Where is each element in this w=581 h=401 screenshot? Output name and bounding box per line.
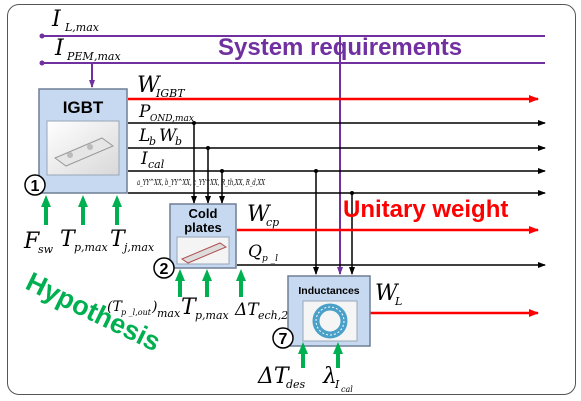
svg-text:b: b (149, 135, 156, 148)
svg-text:j,max: j,max (121, 241, 155, 254)
t-j-max-label: T j,max (110, 227, 155, 254)
svg-text:I: I (51, 7, 62, 32)
svg-text:P: P (138, 102, 151, 122)
svg-text:Q: Q (248, 242, 262, 262)
igbt-input-arrows (41, 195, 122, 225)
cold-plates-title-line2: plates (184, 220, 222, 235)
igbt-block: IGBT 1 (24, 88, 128, 196)
svg-text:p,max: p,max (195, 309, 230, 322)
system-requirements-label: System requirements (218, 34, 462, 61)
svg-text:ΔT: ΔT (234, 300, 260, 320)
svg-text:sw: sw (38, 243, 54, 256)
weight-output-arrows (128, 95, 539, 317)
svg-text:W: W (247, 202, 272, 227)
delta-t-ech-label: ΔT ech,2 (234, 300, 288, 322)
svg-text:OND,max: OND,max (150, 114, 194, 124)
svg-text:cp: cp (266, 216, 279, 229)
cold-plate-t-p-max-label: T p,max (181, 295, 230, 322)
p-ond-max-label: P OND,max (138, 102, 194, 124)
svg-text:PEM: PEM (66, 50, 94, 63)
svg-text:): ) (151, 299, 157, 315)
svg-text:L,max: L,max (64, 21, 100, 34)
svg-text:W: W (159, 126, 178, 146)
svg-text:p _l,out: p _l,out (121, 308, 152, 317)
svg-text:T: T (110, 227, 127, 252)
inductances-number: 7 (279, 331, 288, 348)
svg-text:I: I (140, 149, 148, 169)
svg-text:W: W (137, 73, 162, 98)
f-sw-label: F sw (23, 229, 54, 256)
junction-dots (192, 121, 354, 195)
cold-plate-input-arrows (175, 269, 246, 297)
svg-text:λ: λ (322, 364, 337, 389)
igbt-output-lines (128, 120, 546, 275)
lambda-i-cal-label: λ I cal (322, 364, 353, 394)
svg-text:L: L (138, 126, 150, 146)
igbt-t-p-max-label: T p,max (60, 227, 109, 254)
w-igbt-label: W IGBT (137, 73, 186, 100)
cold-plates-number: 2 (160, 261, 169, 278)
svg-text:cal: cal (148, 158, 165, 171)
q-p-l-label: Q p _l (248, 242, 278, 264)
igbt-number: 1 (31, 178, 40, 195)
system-requirement-lines (39, 33, 545, 275)
w-cp-label: W cp (247, 202, 279, 229)
svg-text:T: T (181, 295, 198, 320)
svg-text:T: T (60, 227, 77, 252)
svg-text:ech,2: ech,2 (258, 309, 288, 322)
svg-text:max: max (157, 307, 181, 320)
i-cal-label: I cal (140, 149, 165, 171)
igbt-module-icon (53, 137, 115, 167)
t-p-l-out-label: (T p _l,out ) max (107, 299, 181, 320)
svg-text:F: F (23, 229, 40, 254)
svg-text:p,max: p,max (74, 241, 109, 254)
inductances-block: Inductances 7 (272, 275, 371, 349)
svg-text:ΔT: ΔT (257, 364, 291, 389)
svg-text:L: L (394, 295, 402, 308)
cold-plates-block: Cold plates 2 (153, 203, 237, 279)
svg-text:cal: cal (341, 385, 353, 394)
inductances-title: Inductances (298, 285, 359, 297)
delta-t-des-label: ΔT des (257, 364, 306, 391)
igbt-title: IGBT (63, 98, 104, 117)
svg-text:(T: (T (107, 299, 123, 315)
svg-text:b: b (175, 135, 182, 148)
svg-text:des: des (286, 378, 306, 391)
svg-text:IGBT: IGBT (155, 87, 186, 100)
svg-text:,max: ,max (94, 50, 121, 63)
svg-text:I: I (334, 378, 340, 391)
lb-wb-label: L b W b (138, 126, 182, 148)
i-pem-max-label: I PEM ,max (54, 36, 121, 63)
svg-text:W: W (375, 281, 400, 306)
i-l-max-label: I L,max (51, 7, 100, 34)
svg-text:p _l: p _l (262, 254, 278, 264)
cold-plates-title-line1: Cold (189, 206, 218, 221)
svg-text:I: I (54, 36, 65, 61)
w-l-label: W L (375, 281, 402, 308)
inductance-input-arrows (298, 342, 343, 368)
coefficients-label: a_YY^XX, b_YY^XX, c_YY^XX, R_th,XX, R_d,… (137, 178, 266, 188)
unitary-weight-label: Unitary weight (343, 196, 508, 223)
